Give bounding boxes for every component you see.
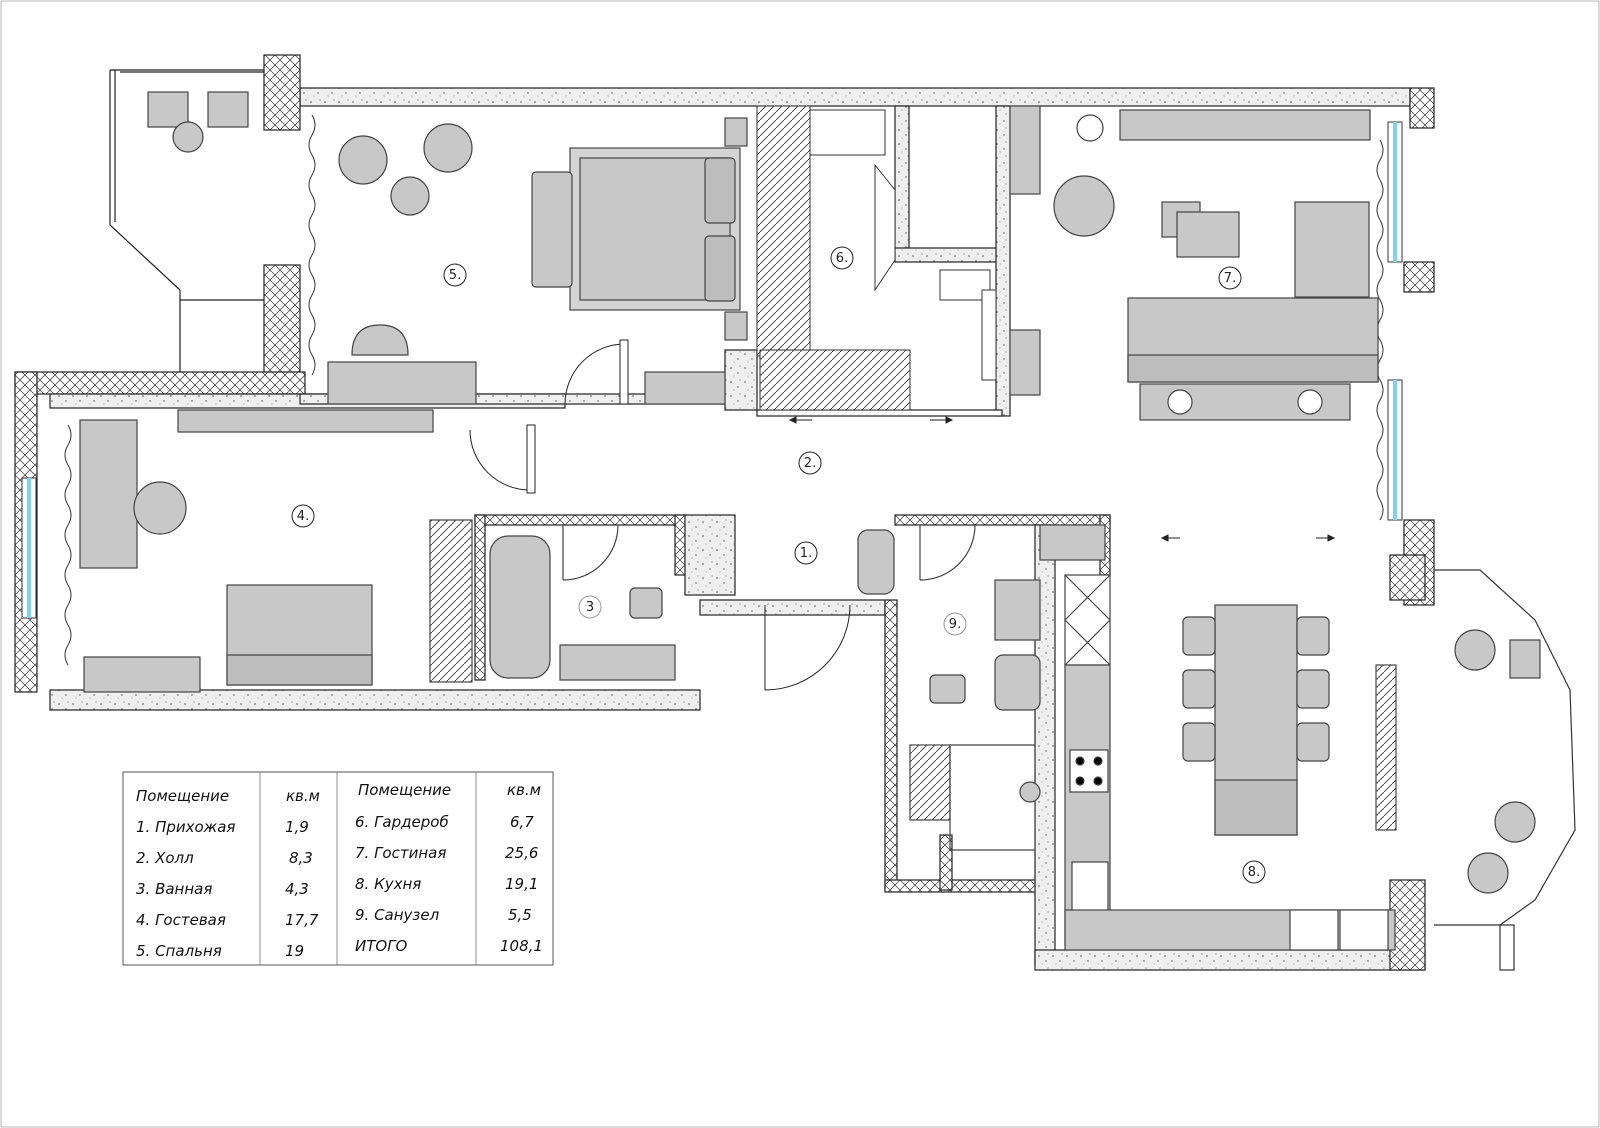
room-marker-7-label: 7. bbox=[1224, 271, 1236, 286]
balcony-left bbox=[109, 69, 264, 372]
wardrobe-racks bbox=[756, 105, 997, 411]
room-marker-6-label: 6. bbox=[836, 251, 848, 266]
kitchen-bay-furniture bbox=[1454, 629, 1541, 894]
table-row-room: 8. Кухня bbox=[355, 875, 421, 893]
room-marker-8: 8. bbox=[1242, 860, 1266, 884]
room-marker-2: 2. bbox=[798, 451, 822, 475]
table-total-label: ИТОГО bbox=[355, 937, 408, 955]
table-row-area: 19 bbox=[285, 942, 304, 960]
room-markers: 1. 2. 3 4. 5. 6. 7. 8. bbox=[291, 246, 1266, 884]
table-row-room: 3. Ванная bbox=[136, 880, 212, 898]
table-total-area: 108,1 bbox=[500, 937, 543, 955]
table-row-room: 2. Холл bbox=[136, 849, 194, 867]
table-row-area: 4,3 bbox=[285, 880, 309, 898]
room-marker-8-label: 8. bbox=[1248, 865, 1260, 880]
table-row-room: 1. Прихожая bbox=[136, 818, 235, 836]
table-row-area: 25,6 bbox=[505, 844, 538, 862]
room-marker-4-label: 4. bbox=[297, 509, 309, 524]
table-row-area: 8,3 bbox=[289, 849, 313, 867]
table-row-area: 1,9 bbox=[285, 818, 309, 836]
room-marker-3-label: 3 bbox=[586, 600, 594, 615]
room-marker-9-label: 9. bbox=[949, 617, 961, 632]
room-marker-1: 1. bbox=[794, 541, 818, 565]
table-header-area-right: кв.м bbox=[507, 781, 541, 799]
bathroom-fixtures bbox=[429, 519, 676, 683]
guest-furniture bbox=[79, 409, 434, 693]
table-row-room: 4. Гостевая bbox=[136, 911, 226, 929]
table-row-area: 17,7 bbox=[285, 911, 319, 929]
windows bbox=[21, 121, 1403, 619]
table-row-area: 6,7 bbox=[510, 813, 534, 831]
table-header-room-right: Помещение bbox=[358, 781, 451, 799]
room-marker-2-label: 2. bbox=[804, 456, 816, 471]
room-marker-1-label: 1. bbox=[800, 546, 812, 561]
bedroom-door bbox=[469, 339, 629, 494]
table-row-room: 9. Санузел bbox=[355, 906, 440, 924]
kitchen-bay bbox=[1434, 569, 1576, 971]
table-row-room: 6. Гардероб bbox=[355, 813, 449, 831]
kitchen-furniture bbox=[1039, 524, 1397, 951]
room-marker-5: 5. bbox=[443, 263, 467, 287]
table-header-room-left: Помещение bbox=[136, 787, 229, 805]
room-marker-7: 7. bbox=[1218, 266, 1242, 290]
table-header-area-left: кв.м bbox=[286, 787, 320, 805]
entrance-door bbox=[764, 604, 851, 691]
sliding-door-arrows bbox=[788, 416, 1336, 542]
room-marker-4: 4. bbox=[291, 504, 315, 528]
bedroom-furniture bbox=[327, 117, 748, 405]
room-marker-3: 3 bbox=[578, 595, 602, 619]
table-row-area: 5,5 bbox=[508, 906, 532, 924]
room-marker-9: 9. bbox=[943, 612, 967, 636]
table-row-area: 19,1 bbox=[505, 875, 538, 893]
room-marker-5-label: 5. bbox=[449, 268, 461, 283]
living-furniture bbox=[1009, 105, 1379, 421]
room-marker-6: 6. bbox=[830, 246, 854, 270]
area-table: Помещение кв.м Помещение кв.м 1. Прихожа… bbox=[122, 771, 554, 966]
table-row-room: 7. Гостиная bbox=[355, 844, 446, 862]
toilet-fixtures bbox=[857, 524, 1041, 851]
table-row-room: 5. Спальня bbox=[136, 942, 222, 960]
